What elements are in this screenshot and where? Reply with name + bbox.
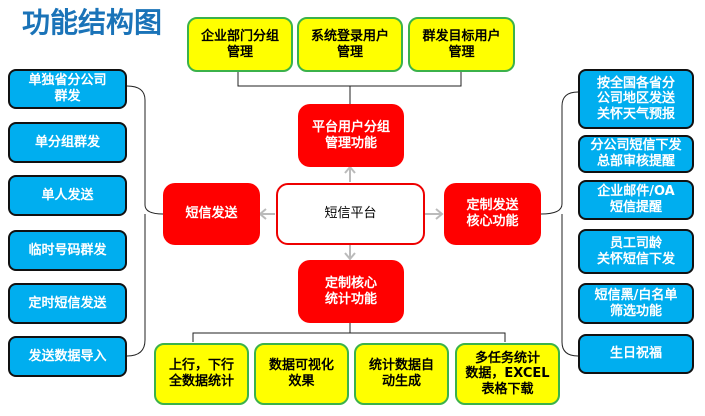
right-item[interactable]: 分公司短信下发 总部审核提醒 xyxy=(578,135,694,173)
left-item[interactable]: 单分组群发 xyxy=(8,122,127,163)
left-item[interactable]: 临时号码群发 xyxy=(8,230,127,271)
bottom-item[interactable]: 多任务统计 数据，EXCEL 表格下载 xyxy=(455,343,560,405)
bottom-item[interactable]: 上行，下行 全数据统计 xyxy=(154,343,249,405)
top-item[interactable]: 企业部门分组 管理 xyxy=(187,17,293,72)
page-title: 功能结构图 xyxy=(22,6,163,39)
top-item[interactable]: 群发目标用户 管理 xyxy=(408,17,515,72)
module-custom-send[interactable]: 定制发送 核心功能 xyxy=(444,183,541,245)
right-item[interactable]: 短信黑/白名单 筛选功能 xyxy=(578,283,694,324)
right-item[interactable]: 员工司龄 关怀短信下发 xyxy=(578,229,694,274)
bottom-item[interactable]: 数据可视化 效果 xyxy=(254,343,349,405)
right-item[interactable]: 企业邮件/OA 短信提醒 xyxy=(578,180,694,220)
module-sms-send[interactable]: 短信发送 xyxy=(163,183,260,245)
right-item[interactable]: 生日祝福 xyxy=(578,334,694,374)
module-user-group[interactable]: 平台用户分组 管理功能 xyxy=(298,104,404,167)
left-item[interactable]: 发送数据导入 xyxy=(8,336,127,377)
left-item[interactable]: 单独省分公司 群发 xyxy=(8,69,127,109)
left-item[interactable]: 单人发送 xyxy=(8,175,127,216)
top-item[interactable]: 系统登录用户 管理 xyxy=(297,17,403,72)
left-item[interactable]: 定时短信发送 xyxy=(8,283,127,324)
right-item[interactable]: 按全国各省分 公司地区发送 关怀天气预报 xyxy=(578,69,694,129)
center-sms-platform[interactable]: 短信平台 xyxy=(276,183,425,245)
bottom-item[interactable]: 统计数据自 动生成 xyxy=(354,343,449,405)
module-statistics[interactable]: 定制核心 统计功能 xyxy=(298,260,404,323)
